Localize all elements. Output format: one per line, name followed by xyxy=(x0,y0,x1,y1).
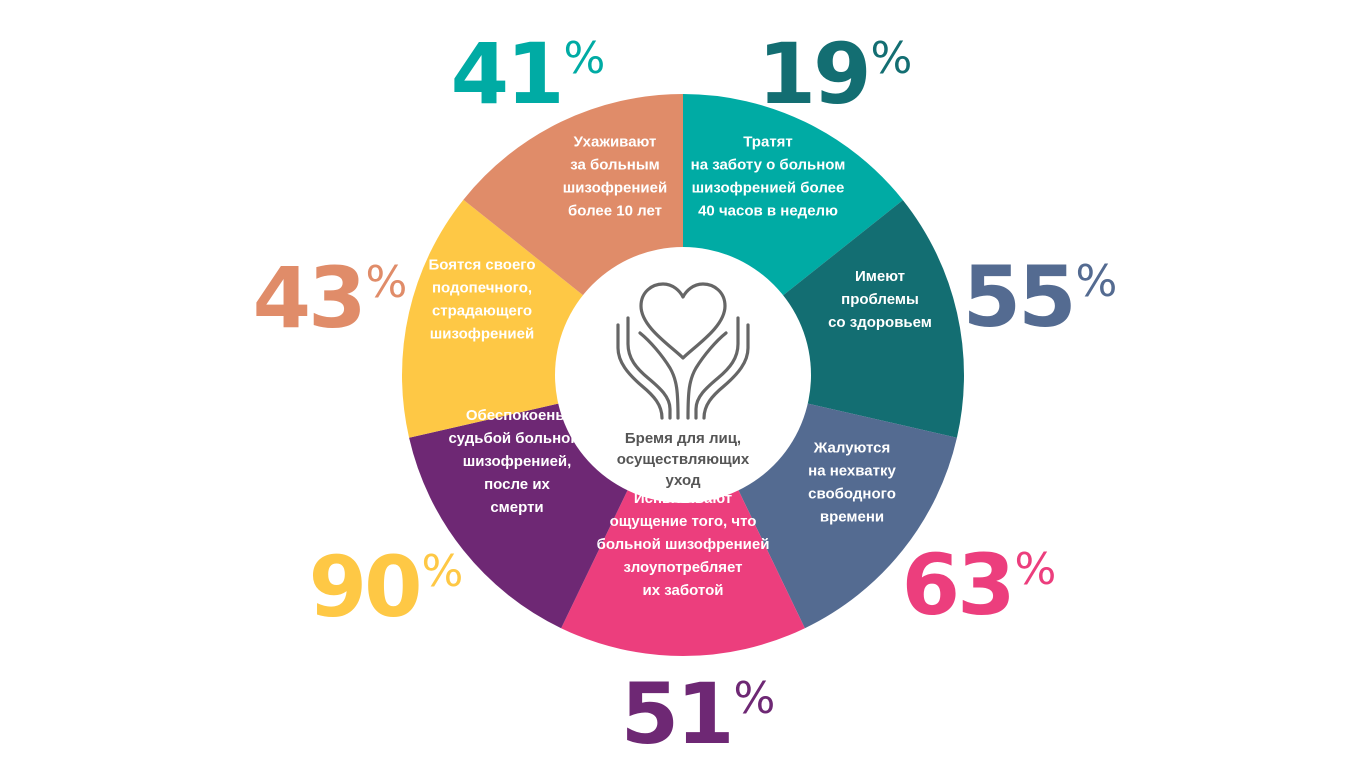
segment-label-line: больной шизофренией xyxy=(597,536,770,553)
segment-label-line: свободного xyxy=(808,486,896,503)
percent-sign: % xyxy=(564,33,606,84)
segment-label-line: Ухаживают xyxy=(574,134,657,151)
percent-sign: % xyxy=(1076,256,1118,307)
segment-label-lack-of-free-time: Жалуются на нехватку свободного времени xyxy=(808,440,896,526)
percent-number: 51 xyxy=(621,665,732,763)
segment-label-line: на заботу о больном xyxy=(691,157,846,174)
percent-value-health-problems: 55% xyxy=(963,248,1118,346)
segment-label-line: их заботой xyxy=(643,582,724,599)
segment-lack-of-free-time xyxy=(561,375,805,656)
heart-in-hands-icon xyxy=(616,282,750,420)
percent-sign: % xyxy=(422,546,464,597)
center-disc xyxy=(555,247,811,503)
segment-label-line: Имеют xyxy=(855,268,905,285)
center-title-line: Бремя для лиц, xyxy=(625,430,741,447)
percent-number: 19 xyxy=(758,25,869,123)
segment-label-caring-over-10-years: Ухаживают за больным шизофренией более 10 л… xyxy=(563,134,667,220)
segment-label-afraid-of-ward: Боятся своего подопечного, страдающего шизо… xyxy=(429,257,536,343)
segment-label-line: шизофренией более xyxy=(692,180,845,197)
segment-label-worried-after-death: Обеспокоены судьбой больного шизофренией, п… xyxy=(448,407,585,516)
percent-values: 41%19%55%63%51%90%43% xyxy=(253,25,1118,763)
segment-label-line: злоупотребляет xyxy=(623,559,742,576)
percent-value-worried-after-death: 90% xyxy=(309,538,464,636)
segment-label-line: подопечного, xyxy=(432,280,532,297)
segment-label-line: за больным xyxy=(570,157,660,174)
segment-label-line: времени xyxy=(820,509,884,526)
percent-value-caring-over-10-years: 41% xyxy=(451,25,606,123)
percent-value-over-40-hours-weekly: 19% xyxy=(758,25,913,123)
percent-number: 41 xyxy=(451,25,562,123)
segment-label-line: более 10 лет xyxy=(568,203,662,220)
segment-label-line: смерти xyxy=(490,499,543,516)
segment-label-line: страдающего xyxy=(432,303,532,320)
segment-label-line: Боятся своего xyxy=(429,257,536,274)
segment-label-line: шизофренией, xyxy=(463,453,572,470)
segment-label-health-problems: Имеют проблемы со здоровьем xyxy=(828,268,932,331)
percent-number: 90 xyxy=(309,538,420,636)
center-title: Бремя для лиц, осуществляющих уход xyxy=(617,430,750,489)
segment-labels: Ухаживают за больным шизофренией более 10 л… xyxy=(429,134,932,600)
segment-label-line: со здоровьем xyxy=(828,314,932,331)
percent-number: 55 xyxy=(963,248,1074,346)
segment-label-line: после их xyxy=(484,476,550,493)
center-title-line: осуществляющих xyxy=(617,451,750,468)
segment-label-over-40-hours-weekly: Тратят на заботу о больном шизофренией бол… xyxy=(691,134,846,220)
percent-value-lack-of-free-time: 63% xyxy=(902,536,1057,634)
center-title-line: уход xyxy=(666,472,701,489)
percent-sign: % xyxy=(366,257,408,308)
segment-label-line: ощущение того, что xyxy=(610,513,757,530)
percent-number: 43 xyxy=(253,249,364,347)
percent-value-afraid-of-ward: 43% xyxy=(253,249,408,347)
segment-label-line: Тратят xyxy=(743,134,793,151)
percent-value-feel-abused: 51% xyxy=(621,665,776,763)
percent-sign: % xyxy=(1015,544,1057,595)
segment-label-line: Жалуются xyxy=(813,440,890,457)
segment-label-line: судьбой больного xyxy=(448,430,585,447)
percent-sign: % xyxy=(871,33,913,84)
segment-label-line: шизофренией xyxy=(430,326,534,343)
percent-number: 63 xyxy=(902,536,1013,634)
percent-sign: % xyxy=(734,673,776,724)
segment-label-line: проблемы xyxy=(841,291,919,308)
segment-label-line: на нехватку xyxy=(808,463,896,480)
segment-label-line: Обеспокоены xyxy=(466,407,568,424)
segment-label-line: шизофренией xyxy=(563,180,667,197)
segment-label-line: 40 часов в неделю xyxy=(698,203,838,220)
